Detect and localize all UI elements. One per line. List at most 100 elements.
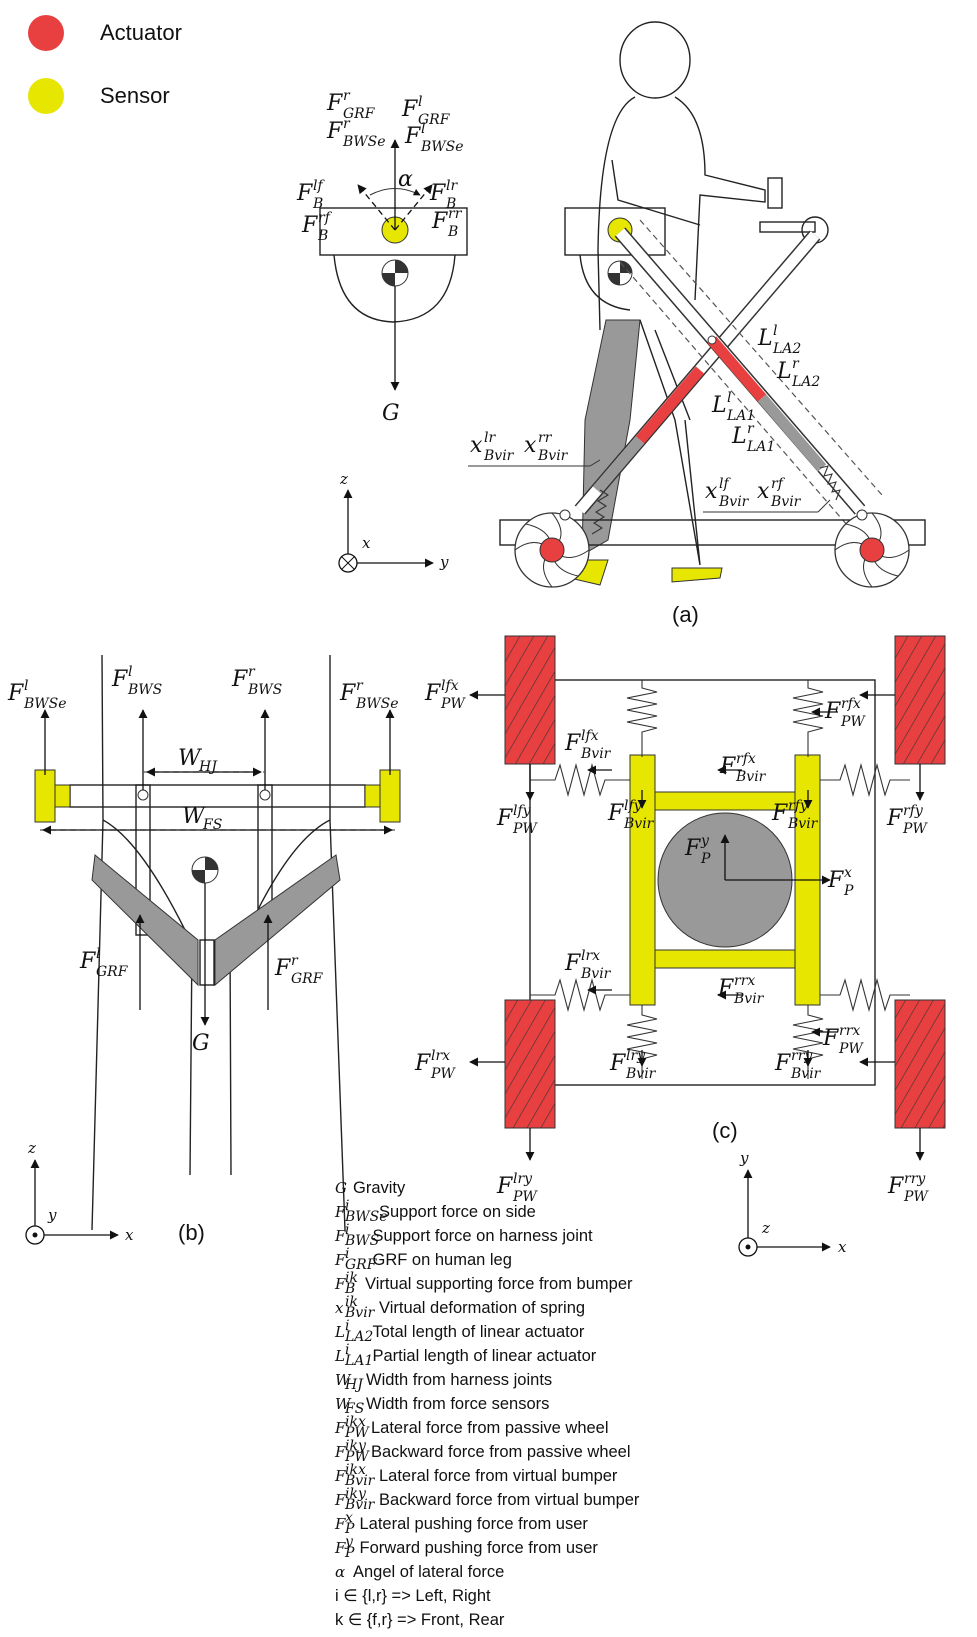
svg-text:P: P xyxy=(843,883,854,899)
svg-text:lry: lry xyxy=(626,1048,646,1064)
svg-text:r: r xyxy=(792,356,800,372)
definition-symbol: α xyxy=(335,1563,345,1581)
svg-text:lrx: lrx xyxy=(431,1048,450,1064)
user-head xyxy=(619,21,691,99)
definition-symbol: W xyxy=(335,1395,352,1413)
label-G-b: G xyxy=(192,1031,210,1056)
legend: Actuator Sensor xyxy=(28,15,182,114)
definition-superscript: x xyxy=(345,1510,353,1526)
definition-symbol: F xyxy=(334,1467,346,1485)
svg-text:Bvir: Bvir xyxy=(718,494,750,510)
svg-text:PW: PW xyxy=(512,821,538,837)
svg-text:z: z xyxy=(761,1219,770,1237)
linear-actuator-right xyxy=(614,227,866,515)
svg-text:rrx: rrx xyxy=(839,1023,860,1039)
label-W-FS: WFS xyxy=(182,804,222,833)
definition-subscript: Bvir xyxy=(344,1497,376,1513)
svg-text:F: F xyxy=(822,1026,839,1051)
svg-text:Bvir: Bvir xyxy=(733,991,765,1007)
center-of-mass-icon-b xyxy=(191,856,219,884)
definition-subscript: PW xyxy=(344,1449,370,1465)
definition-subscript: LA2 xyxy=(344,1329,373,1345)
definition-text: Virtual supporting force from bumper xyxy=(365,1275,633,1293)
svg-text:GRF: GRF xyxy=(291,971,324,987)
definition-superscript: ikx xyxy=(345,1462,366,1478)
definition-superscript: iky xyxy=(345,1438,367,1454)
definition-symbol: F xyxy=(334,1515,346,1533)
svg-text:x: x xyxy=(844,865,852,881)
definition-superscript: i xyxy=(345,1342,349,1358)
svg-text:F: F xyxy=(274,956,291,981)
svg-text:L: L xyxy=(711,393,727,418)
svg-text:r: r xyxy=(356,678,364,694)
axes-a: z y x xyxy=(338,470,449,573)
svg-text:F: F xyxy=(111,667,128,692)
definition-text: Angel of lateral force xyxy=(353,1563,504,1581)
definition-text: Support force on harness joint xyxy=(373,1227,594,1245)
svg-text:LA1: LA1 xyxy=(746,439,775,455)
svg-text:r: r xyxy=(248,664,256,680)
definition-text: Lateral pushing force from user xyxy=(360,1515,589,1533)
definition-row: i ∈ {l,r} => Left, Right xyxy=(335,1587,491,1605)
panel-label-a: (a) xyxy=(672,602,699,627)
force-sensor-left xyxy=(34,769,56,823)
svg-text:Bvir: Bvir xyxy=(735,769,767,785)
svg-text:GRF: GRF xyxy=(343,106,376,122)
svg-text:B: B xyxy=(312,196,323,212)
actuator-legend-label: Actuator xyxy=(100,20,182,45)
svg-text:l: l xyxy=(773,323,777,339)
svg-text:F: F xyxy=(684,836,701,861)
svg-text:lfx: lfx xyxy=(441,678,459,694)
svg-text:F: F xyxy=(339,681,356,706)
svg-text:F: F xyxy=(496,1174,513,1199)
passive-wheel-lr xyxy=(504,999,556,1129)
definition-subscript: P xyxy=(344,1545,355,1561)
svg-text:F: F xyxy=(496,806,513,831)
svg-text:lfy: lfy xyxy=(513,803,532,819)
label-alpha: α xyxy=(398,167,413,192)
definition-subscript: Bvir xyxy=(344,1473,376,1489)
svg-text:F: F xyxy=(401,97,418,122)
svg-text:r: r xyxy=(343,88,351,104)
passive-wheel-rr xyxy=(894,999,946,1129)
definition-symbol: F xyxy=(334,1203,346,1221)
definition-text: Backward force from passive wheel xyxy=(371,1443,631,1461)
svg-text:L: L xyxy=(776,359,792,384)
svg-text:Bvir: Bvir xyxy=(770,494,802,510)
svg-text:BWSe: BWSe xyxy=(420,139,464,155)
definition-superscript: ik xyxy=(345,1270,358,1286)
svg-text:PW: PW xyxy=(430,1066,456,1082)
svg-text:F: F xyxy=(717,976,734,1001)
svg-text:lrx: lrx xyxy=(581,948,600,964)
svg-text:lf: lf xyxy=(719,476,731,492)
svg-text:r: r xyxy=(343,116,351,132)
svg-text:BWS: BWS xyxy=(247,682,282,698)
definition-subscript: GRF xyxy=(345,1257,378,1273)
svg-text:F: F xyxy=(431,209,448,234)
